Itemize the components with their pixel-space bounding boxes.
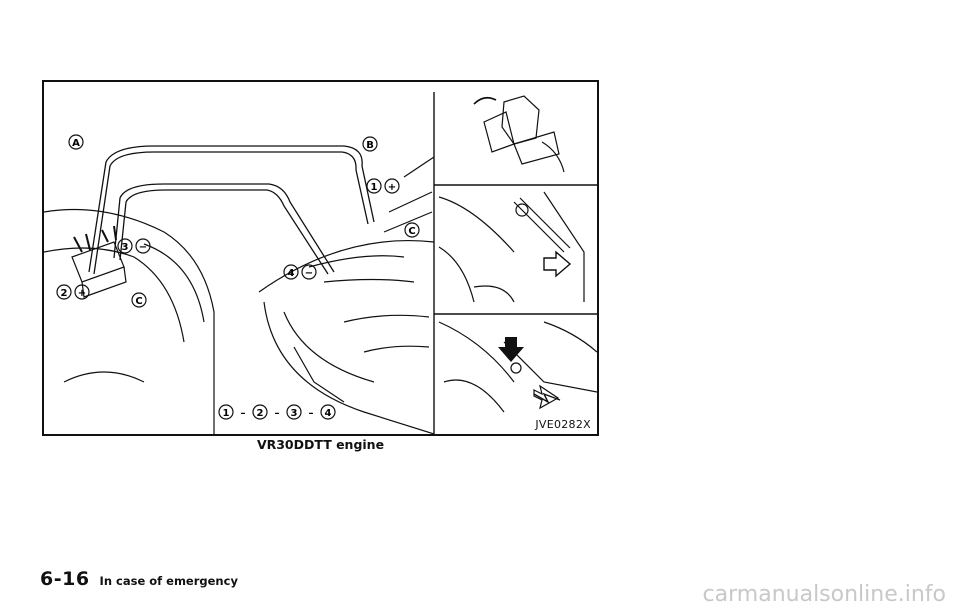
label-3-minus: 3 − — [117, 238, 151, 254]
label-a: A — [68, 134, 84, 150]
ground-point-arrow-icon — [498, 337, 524, 362]
figure-code: JVE0282X — [535, 418, 591, 431]
inset-ground-point — [438, 321, 515, 383]
label-b: B — [362, 136, 378, 152]
vehicle-hood-outline — [258, 239, 435, 293]
svg-text:3: 3 — [122, 242, 129, 253]
inset-arrow-right — [543, 250, 572, 278]
svg-text:+: + — [388, 182, 396, 193]
svg-text:4: 4 — [288, 268, 295, 279]
svg-text:B: B — [366, 140, 374, 151]
svg-text:3: 3 — [291, 408, 298, 419]
svg-text:−: − — [139, 242, 147, 253]
svg-text:−: − — [305, 268, 313, 279]
page-footer: 6-16 In case of emergency — [40, 568, 238, 590]
svg-text:1: 1 — [223, 408, 230, 419]
jumper-cable-red — [88, 145, 375, 273]
svg-text:2: 2 — [257, 408, 264, 419]
booster-car-outline — [44, 208, 215, 434]
svg-text:A: A — [72, 138, 80, 149]
jumper-cable-black — [113, 183, 335, 273]
section-title: In case of emergency — [99, 574, 238, 588]
svg-text:2: 2 — [61, 288, 68, 299]
svg-text:–: – — [309, 408, 314, 419]
label-4-minus: 4 − — [283, 264, 317, 280]
figure-caption: VR30DDTT engine — [256, 437, 385, 452]
label-2-plus: 2 + — [56, 284, 90, 300]
inset-arrow-down-right — [533, 384, 560, 410]
svg-text:C: C — [135, 296, 142, 307]
label-c-booster: C — [131, 292, 147, 308]
page-number: 6-16 — [40, 568, 90, 590]
svg-text:–: – — [275, 408, 280, 419]
svg-text:4: 4 — [325, 408, 332, 419]
svg-text:1: 1 — [371, 182, 378, 193]
svg-text:+: + — [78, 288, 86, 299]
watermark: carmanualsonline.info — [702, 582, 946, 607]
svg-text:C: C — [408, 226, 415, 237]
engine-bay-drawing: A B C C 1 + 2 — [44, 92, 597, 434]
label-1-plus: 1 + — [366, 178, 400, 194]
label-c-vehicle: C — [404, 222, 420, 238]
svg-text:–: – — [241, 408, 246, 419]
connection-sequence: 1 – 2 – 3 – 4 — [218, 404, 336, 420]
jump-start-illustration: A B C C 1 + 2 — [42, 80, 599, 436]
inset-terminal-connection — [438, 196, 515, 253]
